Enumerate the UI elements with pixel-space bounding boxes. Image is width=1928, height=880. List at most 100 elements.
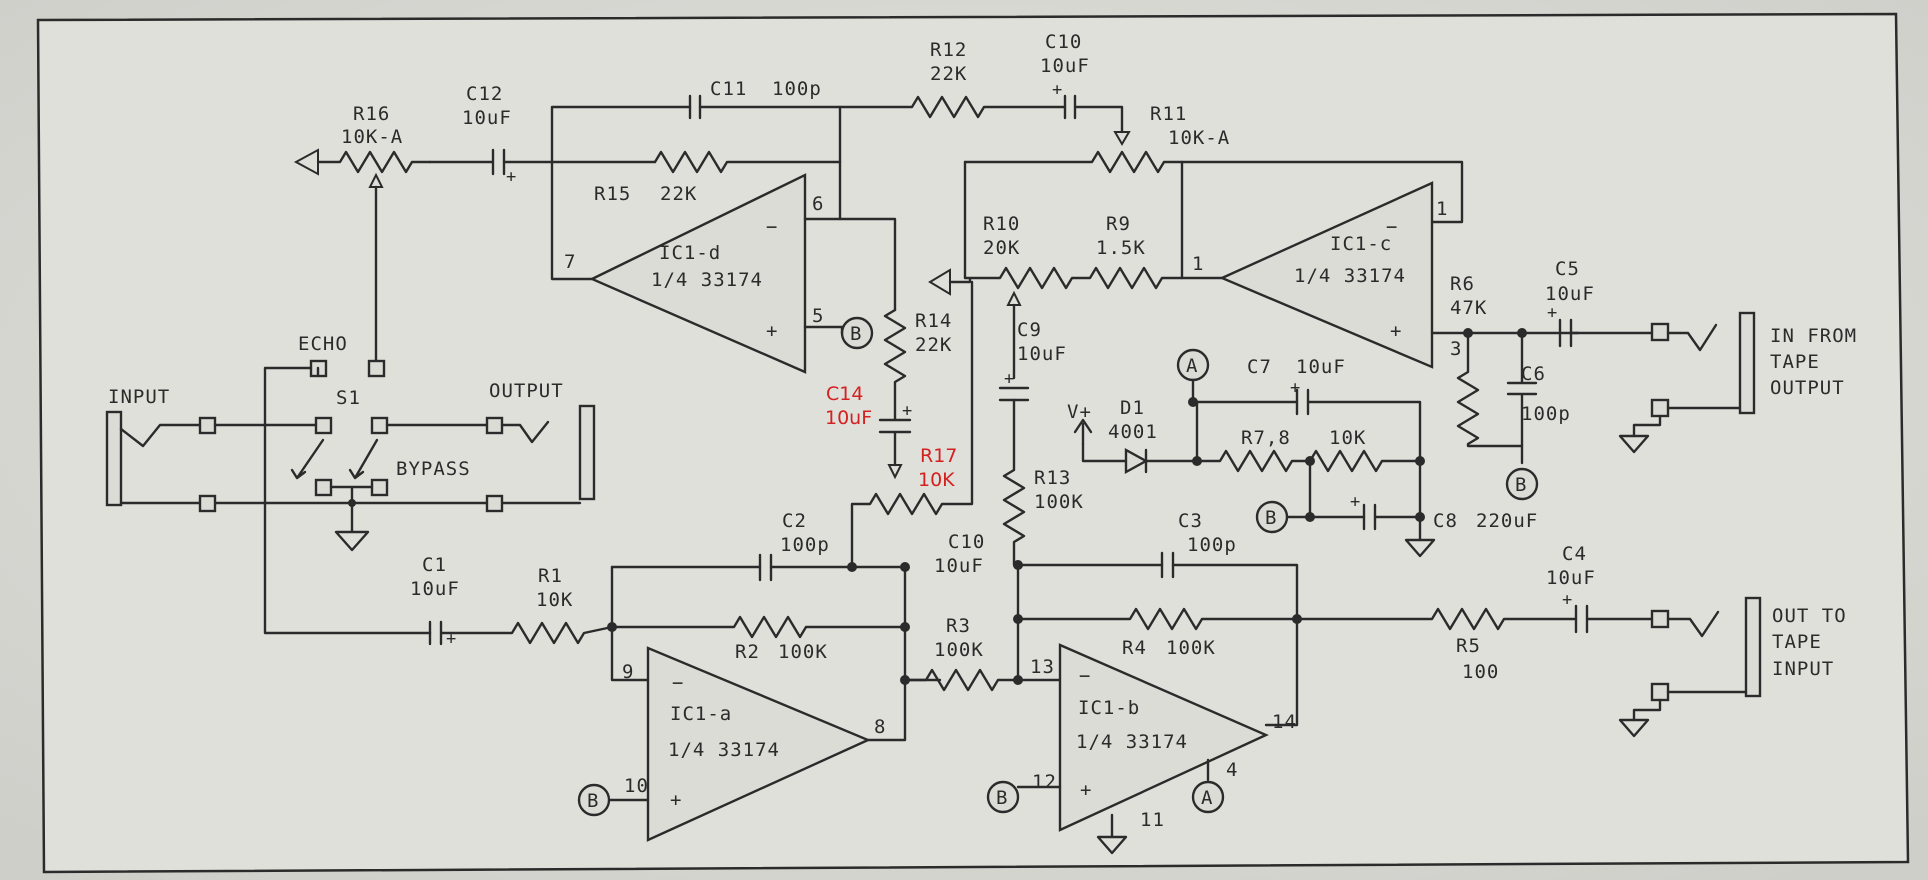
junction-dot [900,622,910,632]
r11-name: R11 [1150,103,1187,125]
ic1-c-value: 1/4 33174 [1294,265,1406,287]
ic1-d-name: IC1-d [659,242,721,264]
d1-name: D1 [1120,397,1145,419]
c10-top-name: C10 [1045,31,1082,53]
r6-value: 47K [1450,297,1487,319]
r9-name: R9 [1106,213,1131,235]
pin-label: 1 [1192,253,1204,275]
r78-name: R7,8 [1241,427,1291,449]
cap-plus-sign: + [1562,590,1572,610]
ic1-c-minus-sign: − [1386,216,1398,238]
c14-name: C14 [826,383,863,405]
c11-name: C11 [710,78,747,100]
s1-terminal [367,359,386,378]
wire [1144,448,1199,474]
pin-label: 5 [812,305,824,327]
node-b-marker [1255,500,1289,534]
r11-value: 10K-A [1168,127,1230,149]
junction-dot [1188,397,1198,407]
wire [1632,690,1748,722]
ic1-a-opamp: IC1-a 1/4 33174 − + [646,646,872,842]
r17-potentiometer [850,280,974,569]
wire [500,420,550,444]
c1-r1 [428,620,614,646]
pin-label: 4 [1226,759,1238,781]
output-jack [578,404,596,501]
jack-terminal [1650,322,1670,342]
node-b-label: B [1515,474,1527,496]
c12-capacitor [428,148,506,176]
c5-value: 10uF [1545,283,1595,305]
ic1-a-plus-sign: + [670,789,682,811]
c7-capacitor [1295,388,1310,416]
wire [838,160,897,312]
cap-plus-sign: + [1052,80,1062,100]
pin-label: 11 [1140,809,1165,831]
s1-terminal [314,416,333,435]
jack-terminal [198,494,217,513]
c7-name: C7 [1247,356,1272,378]
wire [1286,459,1422,542]
c10-mid-value: 10uF [934,555,984,577]
input-label: INPUT [108,386,170,408]
c2-value: 100p [780,534,830,556]
node-b-label: B [850,323,862,345]
d1-value: 4001 [1108,421,1158,443]
r4-name: R4 [1122,637,1147,659]
tape-jack-out [1744,596,1762,698]
r2-value: 100K [778,641,828,663]
wire [1666,323,1718,352]
s1-terminal [314,478,333,497]
r5-name: R5 [1456,635,1481,657]
jack-terminal [198,416,217,435]
c12-name: C12 [466,83,503,105]
r6-name: R6 [1450,273,1475,295]
pin-label: 8 [874,716,886,738]
ic1-b-name: IC1-b [1078,697,1140,719]
ic1-b-opamp: IC1-b 1/4 33174 − + [1058,643,1269,832]
r7-r8-resistors [1195,400,1422,473]
r16-name: R16 [353,103,390,125]
c6-name: C6 [1521,363,1546,385]
ic1-a-name: IC1-a [670,703,732,725]
r9-value: 1.5K [1096,237,1146,259]
d1-diode [1124,447,1149,475]
c1-value: 10uF [410,578,460,600]
input-jack [105,410,123,507]
c7-value: 10uF [1296,356,1346,378]
r12-resistor [838,95,1067,119]
wire [610,565,650,682]
wire [1081,442,1128,463]
ic1-b-plus-sign: + [1080,779,1092,801]
c2-capacitor [758,553,773,582]
r16-value: 10K-A [341,126,403,148]
cap-plus-sign: + [446,629,456,649]
jack-terminal [1650,398,1670,418]
r11-potentiometer [963,150,1464,224]
r13-value: 100K [1034,491,1084,513]
c10-mid-name: C10 [948,531,985,553]
ground-symbol [1404,538,1436,558]
c4-capacitor [1574,604,1654,634]
node-b-label: B [1265,507,1277,529]
r14-name: R14 [915,310,952,332]
r10-r9-resistors [948,266,1184,290]
pin-label: 14 [1272,711,1297,733]
vplus-arrow [1073,418,1093,446]
r13-resistor [1002,398,1026,567]
r4-resistor [1016,607,1299,727]
r78-value: 10K [1329,427,1366,449]
jack-terminal [1650,682,1670,702]
r3-resistor [903,668,1020,692]
ic1-b-value: 1/4 33174 [1076,731,1188,753]
wire [263,366,432,635]
c11-capacitor [688,94,702,120]
r5-resistor [1295,607,1578,631]
r10-value: 20K [983,237,1020,259]
c14-value: 10uF [825,407,872,429]
node-b-label: B [996,787,1008,809]
pin-label: 3 [1450,338,1462,360]
ic1-a-value: 1/4 33174 [668,739,780,761]
in-from-tape-line1: IN FROM [1770,325,1857,347]
